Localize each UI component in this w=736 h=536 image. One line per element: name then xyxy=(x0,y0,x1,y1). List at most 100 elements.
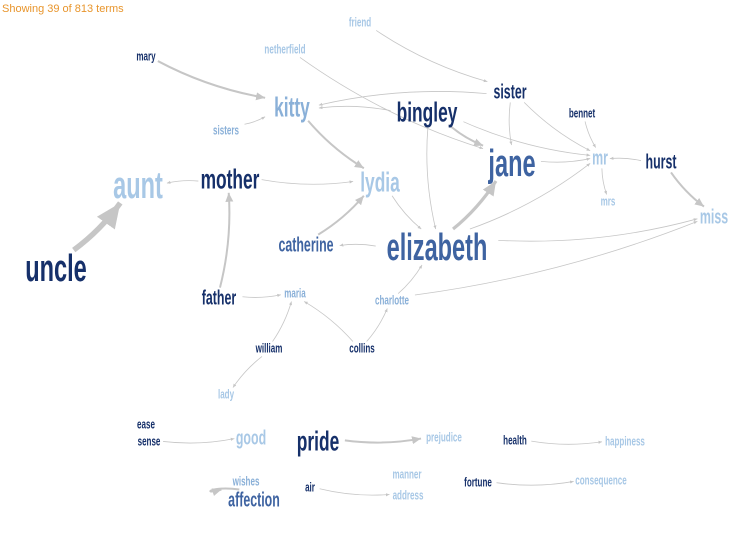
term-node-sister[interactable]: sister xyxy=(493,81,526,104)
terms-count-status: Showing 39 of 813 terms xyxy=(2,3,124,15)
edge-bingley-elizabeth xyxy=(426,125,437,230)
term-node-wishes[interactable]: wishes xyxy=(232,475,260,489)
term-node-consequence[interactable]: consequence xyxy=(575,474,626,488)
term-node-fortune[interactable]: fortune xyxy=(464,476,492,490)
term-label-affection: affection xyxy=(228,489,280,512)
term-node-ease[interactable]: ease xyxy=(137,418,155,432)
term-node-collins[interactable]: collins xyxy=(349,342,374,356)
edge-bingley-mr xyxy=(463,121,591,157)
edge-elizabeth-miss xyxy=(498,218,698,242)
edge-mother-lydia xyxy=(261,179,354,185)
term-label-william: william xyxy=(255,342,283,356)
term-node-friend[interactable]: friend xyxy=(349,16,371,30)
term-node-prejudice[interactable]: prejudice xyxy=(426,431,462,445)
term-label-mr: mr xyxy=(592,147,608,170)
term-node-air[interactable]: air xyxy=(305,481,315,495)
term-label-aunt: aunt xyxy=(113,163,163,206)
term-node-mary[interactable]: mary xyxy=(136,50,155,64)
term-node-netherfield[interactable]: netherfield xyxy=(264,43,305,57)
term-label-charlotte: charlotte xyxy=(375,294,409,308)
term-label-bennet: bennet xyxy=(569,107,596,121)
term-node-lydia[interactable]: lydia xyxy=(360,166,400,197)
term-node-william[interactable]: william xyxy=(255,342,283,356)
term-label-elizabeth: elizabeth xyxy=(387,225,488,268)
edge-elizabeth-jane xyxy=(452,180,498,231)
term-label-jane: jane xyxy=(488,141,536,184)
edge-sister-jane xyxy=(508,102,513,146)
term-node-father[interactable]: father xyxy=(202,287,237,310)
edge-lydia-elizabeth xyxy=(391,195,422,230)
term-label-manner: manner xyxy=(392,468,422,482)
term-node-affection[interactable]: affection xyxy=(228,489,280,512)
term-node-sense[interactable]: sense xyxy=(138,435,161,449)
term-label-happiness: happiness xyxy=(605,435,645,449)
term-node-elizabeth[interactable]: elizabeth xyxy=(387,225,488,268)
edge-catherine-lydia xyxy=(317,195,365,236)
edge-friend-sister xyxy=(375,30,488,83)
term-label-sense: sense xyxy=(138,435,161,449)
term-node-mr[interactable]: mr xyxy=(592,147,608,170)
edge-fortune-consequence xyxy=(496,480,574,486)
term-label-maria: maria xyxy=(284,287,306,301)
edge-elizabeth-catherine xyxy=(339,243,376,247)
edge-health-happiness xyxy=(531,440,603,445)
term-node-uncle[interactable]: uncle xyxy=(25,246,87,289)
term-label-ease: ease xyxy=(137,418,155,432)
edge-wishes-affection xyxy=(209,487,240,497)
edge-air-address xyxy=(319,488,390,497)
term-node-bingley[interactable]: bingley xyxy=(397,96,458,127)
term-label-uncle: uncle xyxy=(25,246,87,289)
term-label-lady: lady xyxy=(218,388,234,402)
term-label-netherfield: netherfield xyxy=(264,43,305,57)
edge-bennet-mr xyxy=(584,121,597,148)
edge-william-lady xyxy=(232,356,263,388)
term-label-mary: mary xyxy=(136,50,155,64)
edge-father-mother xyxy=(218,192,234,288)
term-node-sisters[interactable]: sisters xyxy=(213,124,239,138)
term-label-good: good xyxy=(236,427,266,450)
term-label-sisters: sisters xyxy=(213,124,239,138)
term-node-mrs[interactable]: mrs xyxy=(601,195,616,209)
term-label-wishes: wishes xyxy=(232,475,260,489)
term-node-charlotte[interactable]: charlotte xyxy=(375,294,409,308)
term-node-happiness[interactable]: happiness xyxy=(605,435,645,449)
edge-bingley-jane xyxy=(449,124,484,147)
term-label-consequence: consequence xyxy=(575,474,626,488)
term-label-hurst: hurst xyxy=(646,151,677,174)
node-layer: friend netherfield mary kitty bingley sister b… xyxy=(25,16,728,512)
term-node-health[interactable]: health xyxy=(503,434,527,448)
term-node-jane[interactable]: jane xyxy=(488,141,536,184)
term-node-hurst[interactable]: hurst xyxy=(646,151,677,174)
term-label-lydia: lydia xyxy=(360,166,400,197)
term-label-health: health xyxy=(503,434,527,448)
term-node-address[interactable]: address xyxy=(393,489,424,503)
term-node-aunt[interactable]: aunt xyxy=(113,163,163,206)
edge-william-maria xyxy=(272,301,293,342)
edge-mother-aunt xyxy=(166,180,199,184)
term-node-bennet[interactable]: bennet xyxy=(569,107,596,121)
term-node-catherine[interactable]: catherine xyxy=(278,234,333,257)
edge-jane-mr xyxy=(540,157,591,163)
term-label-pride: pride xyxy=(297,425,339,456)
term-node-kitty[interactable]: kitty xyxy=(274,91,310,122)
term-label-prejudice: prejudice xyxy=(426,431,462,445)
term-node-pride[interactable]: pride xyxy=(297,425,339,456)
edge-hurst-mr xyxy=(609,156,642,162)
term-label-father: father xyxy=(202,287,237,310)
term-node-miss[interactable]: miss xyxy=(700,206,728,229)
term-node-good[interactable]: good xyxy=(236,427,266,450)
term-node-manner[interactable]: manner xyxy=(392,468,422,482)
term-node-mother[interactable]: mother xyxy=(201,163,260,194)
edge-uncle-aunt xyxy=(72,201,123,253)
edge-pride-prejudice xyxy=(344,436,422,445)
term-label-kitty: kitty xyxy=(274,91,310,122)
edge-netherfield-jane xyxy=(299,57,484,150)
term-node-lady[interactable]: lady xyxy=(218,388,234,402)
edge-kitty-lydia xyxy=(307,120,365,170)
edge-elizabeth-mr xyxy=(469,163,591,230)
term-label-miss: miss xyxy=(700,206,728,229)
term-node-maria[interactable]: maria xyxy=(284,287,306,301)
edge-sister-mr xyxy=(523,102,591,152)
